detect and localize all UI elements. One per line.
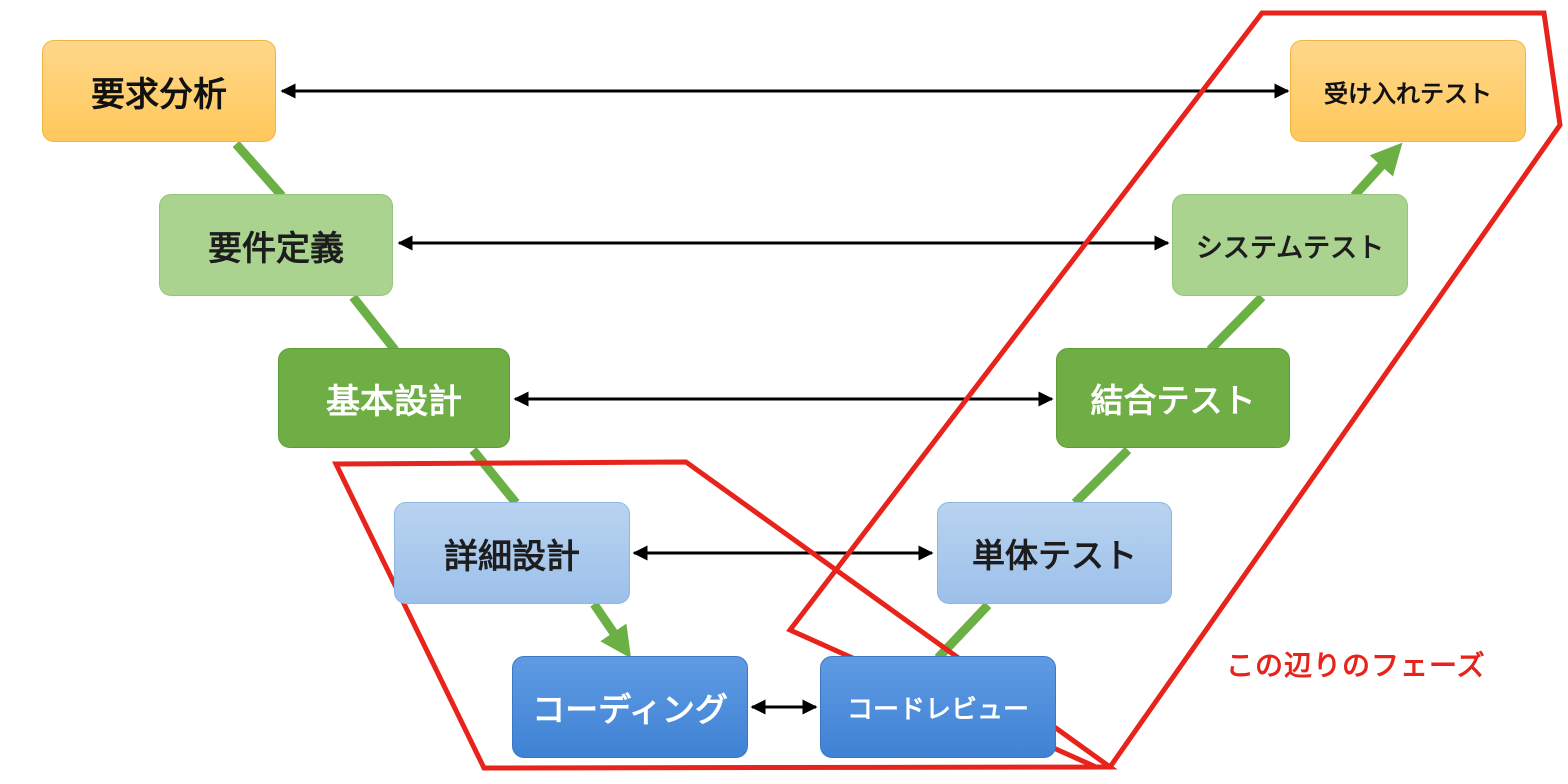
phase-requirements-analysis-label: 要求分析 (91, 74, 227, 115)
flow-line-integration-to-system (1206, 293, 1266, 354)
phase-coding-label: コーディング (532, 690, 728, 729)
flow-arrow-detailed-to-coding (590, 601, 632, 659)
phase-acceptance-test-label: 受け入れテスト (1324, 79, 1492, 108)
phase-coding: コーディング (512, 656, 748, 758)
phase-requirements-analysis: 要求分析 (42, 40, 276, 142)
phase-integration-test: 結合テスト (1056, 348, 1290, 448)
phase-unit-test: 単体テスト (937, 502, 1172, 604)
highlight-caption: この辺りのフェーズ (1226, 649, 1486, 682)
flow-arrow-system-to-acceptance (1350, 142, 1403, 200)
phase-code-review-label: コードレビュー (846, 694, 1029, 725)
phase-basic-design: 基本設計 (278, 348, 510, 448)
phase-detailed-design-label: 詳細設計 (444, 536, 580, 577)
flow-line-basic-to-detailed (469, 447, 520, 506)
flow-line-unit-to-integration (1071, 446, 1132, 507)
phase-detailed-design: 詳細設計 (394, 502, 630, 604)
phase-requirements-definition-label: 要件定義 (208, 228, 344, 269)
phase-system-test: システムテスト (1172, 194, 1408, 296)
phase-integration-test-label: 結合テスト (1090, 381, 1256, 420)
highlight-outline-small (332, 459, 1118, 771)
flow-line-definition-to-basic (349, 294, 399, 353)
phase-requirements-definition: 要件定義 (159, 194, 393, 296)
phase-system-test-label: システムテスト (1195, 232, 1385, 264)
phase-unit-test-label: 単体テスト (972, 536, 1137, 575)
phase-basic-design-label: 基本設計 (326, 381, 462, 422)
phase-code-review: コードレビュー (820, 656, 1056, 758)
phase-acceptance-test: 受け入れテスト (1290, 40, 1526, 142)
flow-line-analysis-to-definition (232, 141, 286, 199)
